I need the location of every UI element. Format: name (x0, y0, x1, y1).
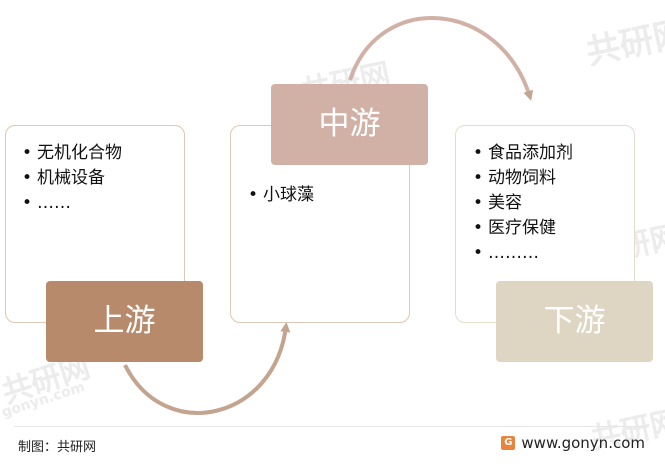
footer-divider (14, 426, 647, 427)
footer-website: G www.gonyn.com (501, 434, 645, 452)
downstream-label: 下游 (496, 281, 653, 362)
list-item: 无机化合物 (22, 141, 122, 166)
list-item: 机械设备 (22, 166, 122, 191)
upstream-list: 无机化合物 机械设备 …… (22, 141, 122, 216)
gonyn-logo-icon: G (501, 436, 516, 450)
list-item: ……… (473, 241, 573, 266)
arrow-upstream-to-midstream (123, 322, 291, 415)
midstream-label: 中游 (271, 84, 428, 165)
list-item: 小球藻 (248, 183, 314, 208)
list-item: 动物饲料 (473, 166, 573, 191)
list-item: 食品添加剂 (473, 141, 573, 166)
list-item: 美容 (473, 191, 573, 216)
midstream-list: 小球藻 (248, 183, 314, 208)
website-url: www.gonyn.com (521, 434, 645, 452)
arrow-midstream-to-downstream (348, 16, 533, 101)
list-item: …… (22, 191, 122, 216)
footer-credit: 制图：共研网 (18, 440, 97, 455)
upstream-label: 上游 (46, 281, 203, 362)
list-item: 医疗保健 (473, 216, 573, 241)
downstream-list: 食品添加剂 动物饲料 美容 医疗保健 ……… (473, 141, 573, 266)
